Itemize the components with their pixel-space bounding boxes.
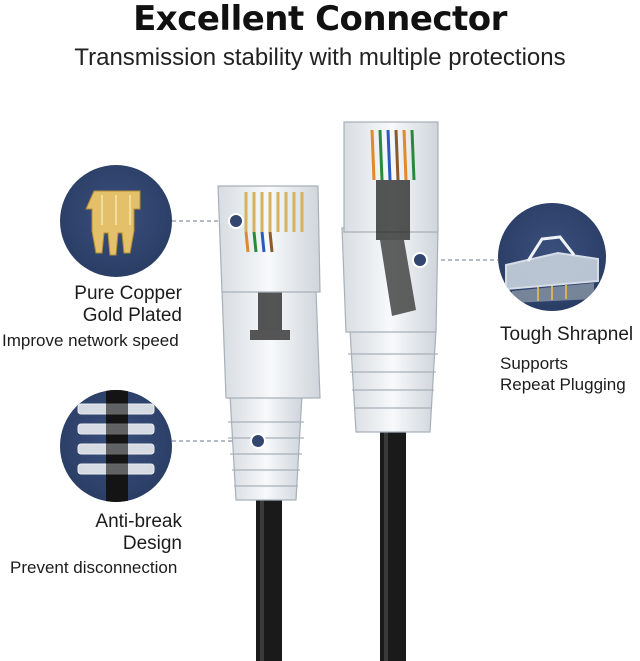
gold-pins-callout <box>60 165 172 277</box>
shrapnel-clip-icon <box>505 235 599 303</box>
copper-callout-dot <box>228 213 244 229</box>
gold-pins-icon <box>85 190 141 256</box>
antibreak-callout <box>60 390 172 502</box>
right-connector <box>341 121 439 661</box>
left-connector <box>217 185 321 661</box>
shrapnel-title: Tough Shrapnel <box>500 324 634 345</box>
antibreak-callout-dot <box>250 433 266 449</box>
copper-desc: Improve network speed <box>2 331 179 350</box>
shrapnel-callout-dot <box>412 252 428 268</box>
antibreak-title: Anti-break Design <box>95 511 182 554</box>
shrapnel-desc: Supports Repeat Plugging <box>500 354 626 394</box>
page-subtitle: Transmission stability with multiple pro… <box>74 44 566 71</box>
copper-title: Pure Copper Gold Plated <box>74 283 182 326</box>
boot-strain-relief-icon <box>77 390 155 502</box>
page-title: Excellent Connector <box>133 0 507 39</box>
shrapnel-callout <box>498 203 606 311</box>
antibreak-desc: Prevent disconnection <box>10 558 178 577</box>
